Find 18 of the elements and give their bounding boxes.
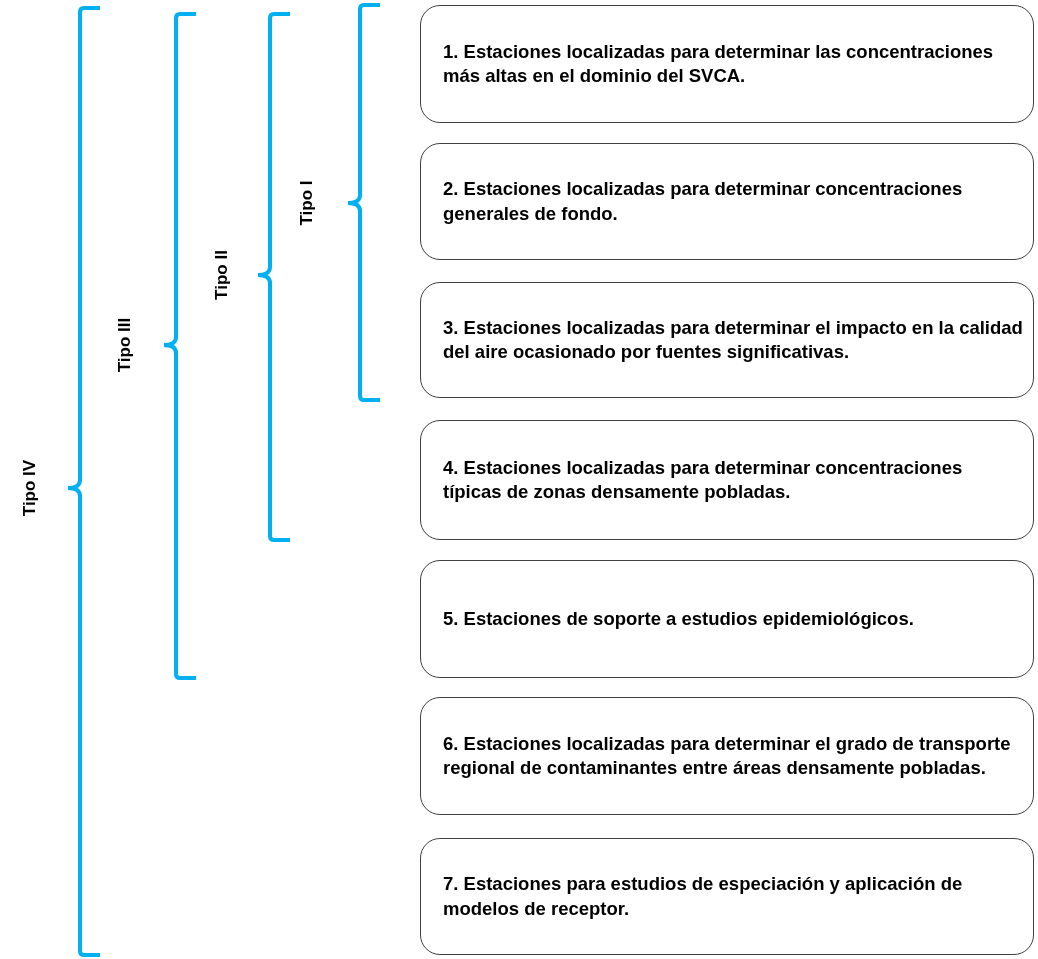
text-box [420,143,1034,260]
group-label: Tipo II [212,250,232,300]
station-description: 7. Estaciones para estudios de especiación y aplicación de modelos de receptor. [443,872,964,921]
station-description: 5. Estaciones de soporte a estudios epidemiológicos. [443,606,914,631]
group-label: Tipo I [297,180,317,226]
text-box [420,5,1034,123]
group-label: Tipo III [115,317,135,373]
station-description: 3. Estaciones localizadas para determinar el impacto en la calidad del aire ocasionado por fuentes significativas. [443,315,1023,364]
text-box [420,838,1034,955]
text-box [420,697,1034,815]
group-label: Tipo IV [20,459,40,517]
station-description: 1. Estaciones localizadas para determinar las concentraciones más altas en el dominio del SVCA. [443,39,995,88]
text-box [420,420,1034,540]
text-box [420,282,1034,398]
station-description: 4. Estaciones localizadas para determinar concentraciones típicas de zonas densamente pobladas. [443,455,964,504]
station-description: 6. Estaciones localizadas para determinar el grado de transporte regional de contaminantes entre áreas densamente pobladas. [443,731,1012,780]
station-description: 2. Estaciones localizadas para determinar concentraciones generales de fondo. [443,177,964,226]
text-box [420,560,1034,678]
